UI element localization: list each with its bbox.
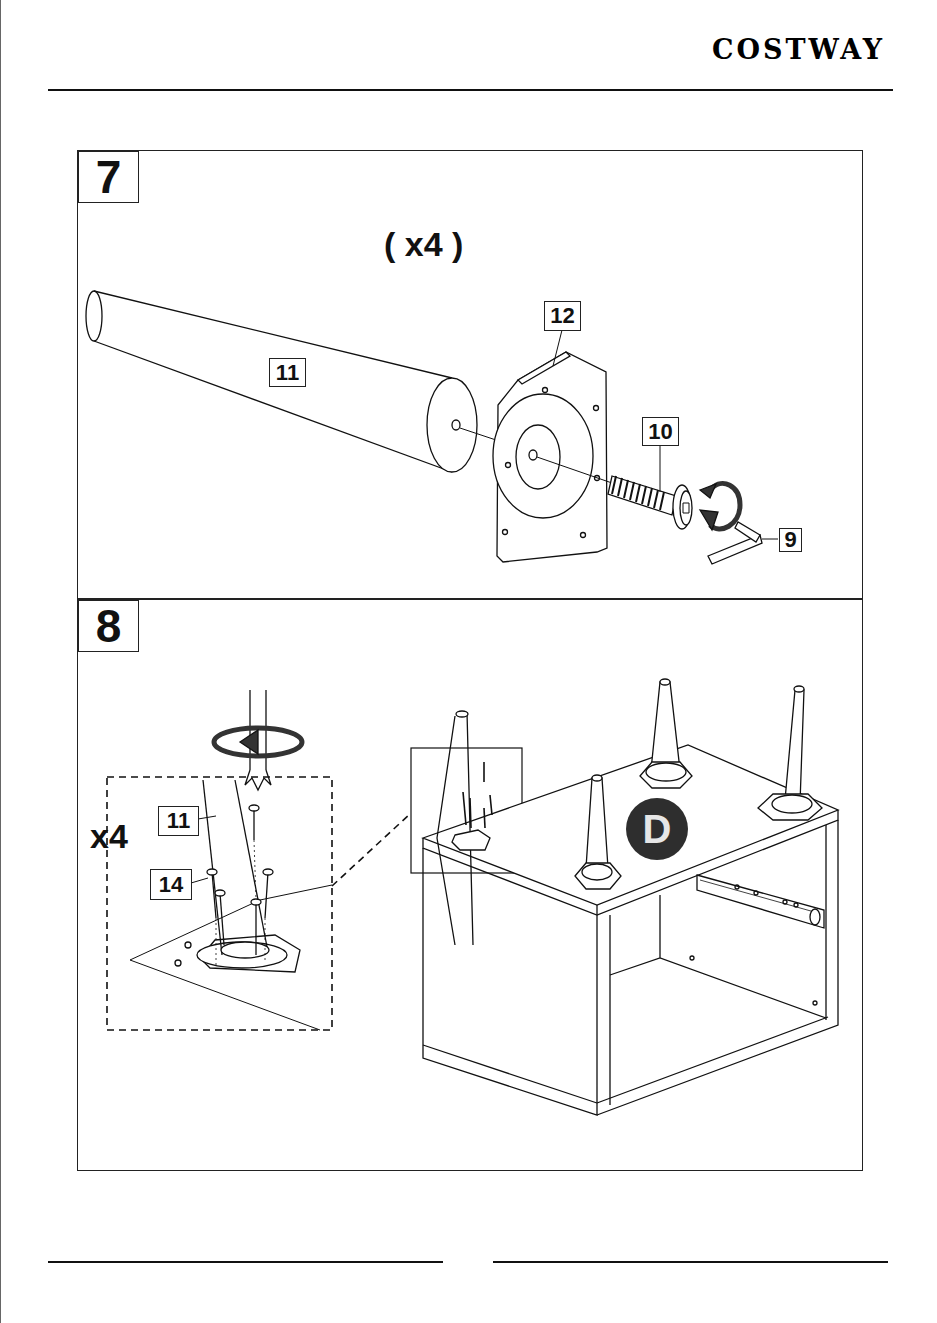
leg-drawing <box>758 686 822 820</box>
brand-name: COSTWAY <box>712 34 885 65</box>
callout-number: 14 <box>150 869 192 900</box>
node-text: D <box>643 807 672 852</box>
screwdriver-drawing <box>214 690 302 790</box>
allen-key-drawing <box>708 522 778 564</box>
part-letter-circle: D <box>625 797 689 861</box>
quantity-note: x4 <box>90 817 128 856</box>
leader-line <box>553 330 562 366</box>
footer-rule <box>493 1261 888 1263</box>
header-rule <box>48 89 893 91</box>
callout-number: 12 <box>544 301 581 331</box>
leg-drawing <box>640 679 692 788</box>
step-number: 8 <box>78 600 139 652</box>
leg-drawing <box>437 711 492 945</box>
cabinet-drawing <box>411 745 838 1115</box>
step-panel: x4 8 11 14 D <box>77 599 863 1171</box>
callout-number: 10 <box>642 417 679 446</box>
step-panel: ( x4 ) 7 12 11 10 9 <box>77 150 863 599</box>
bolt-drawing <box>608 476 692 529</box>
node-text: 12 <box>550 303 574 329</box>
leg-drawing <box>575 775 621 889</box>
callout-number: 9 <box>779 528 802 552</box>
screw-drawing <box>207 805 273 965</box>
node-text: 10 <box>648 419 672 445</box>
node-text: 9 <box>784 527 796 553</box>
mounting-plate-drawing <box>493 352 612 562</box>
node-text: 8 <box>96 599 122 653</box>
footer-rule <box>48 1261 443 1263</box>
inset-drawing <box>107 777 411 1030</box>
callout-number: 11 <box>269 358 306 387</box>
quantity-note: ( x4 ) <box>384 225 463 264</box>
callout-number: 11 <box>158 806 199 836</box>
circle-fill <box>626 798 688 860</box>
leg-drawing <box>86 291 502 472</box>
node-text: 11 <box>167 808 190 834</box>
page-edge <box>0 0 1 1323</box>
node-text: 11 <box>276 360 299 386</box>
rotation-arrow <box>700 483 740 530</box>
node-text: 14 <box>159 872 183 898</box>
leader-line <box>660 445 661 492</box>
step-number: 7 <box>78 151 139 203</box>
node-text: 7 <box>96 150 122 204</box>
